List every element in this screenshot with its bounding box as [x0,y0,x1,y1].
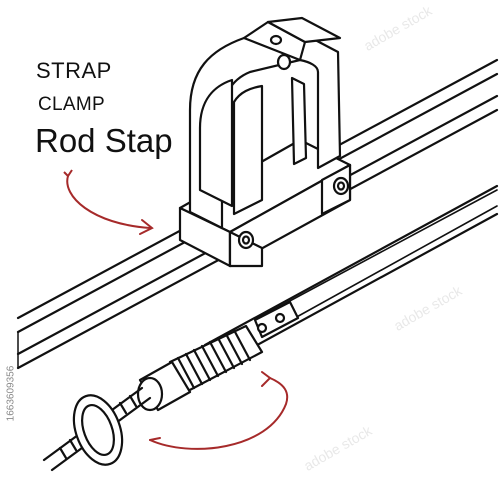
label-clamp: CLAMP [38,94,105,115]
pointer-arrow [66,175,151,229]
lower-track [203,184,499,370]
rotation-arrowhead [261,371,272,387]
stock-id-watermark: 1663609356 [5,365,17,422]
label-rod-stap: Rod Stap [35,122,173,159]
tensioner-assembly [42,300,300,472]
pointer-arrowhead [139,219,154,235]
rotation-arrow [149,377,289,450]
strap-clamp-bracket [178,16,352,268]
label-strap: STRAP [36,58,112,83]
pointer-arrow-tail [63,169,73,178]
